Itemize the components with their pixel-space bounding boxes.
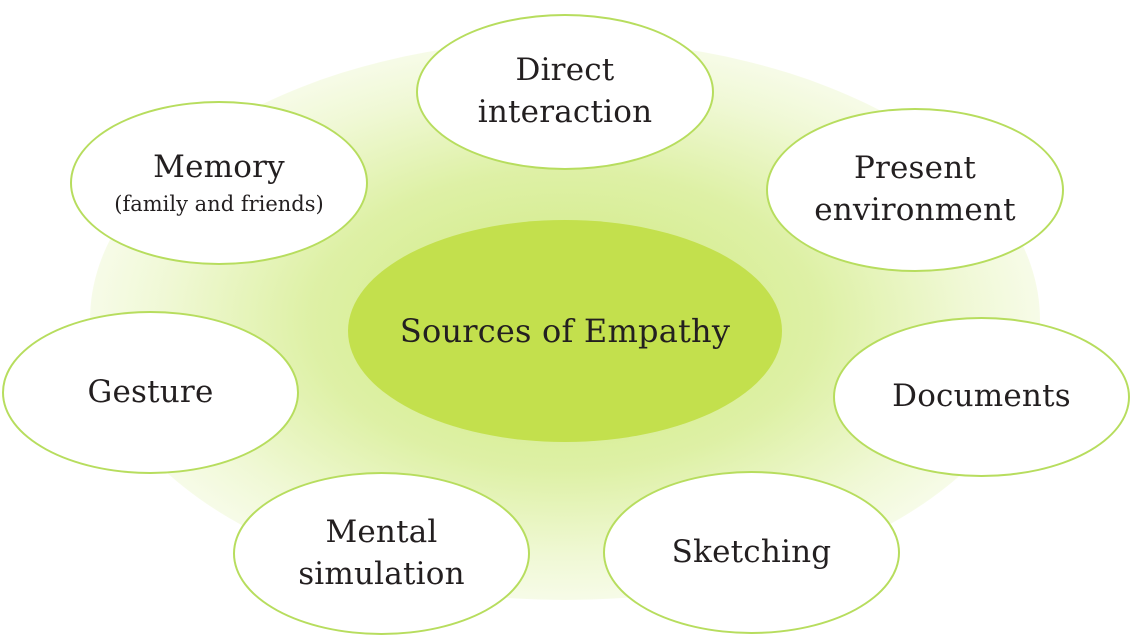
node-documents: Documents [833,317,1130,477]
node-label: Gesture [87,373,214,410]
center-label: Sources of Empathy [399,312,731,350]
node-label: Present environment [814,150,1016,228]
center-node-sources-of-empathy: Sources of Empathy [348,220,782,442]
node-direct-interaction: Direct interaction [416,14,714,170]
node-sketching: Sketching [603,471,900,634]
node-label: Sketching [671,533,832,570]
node-mental-simulation: Mental simulation [233,472,530,635]
node-label: Documents [892,378,1071,415]
node-gesture: Gesture [2,311,299,474]
node-label: Direct interaction [477,52,653,130]
node-label: Memory [153,149,285,186]
node-sublabel: (family and friends) [114,192,324,217]
node-label: Mental simulation [298,513,465,592]
node-memory: Memory (family and friends) [70,101,368,265]
node-present-environment: Present environment [766,108,1064,272]
